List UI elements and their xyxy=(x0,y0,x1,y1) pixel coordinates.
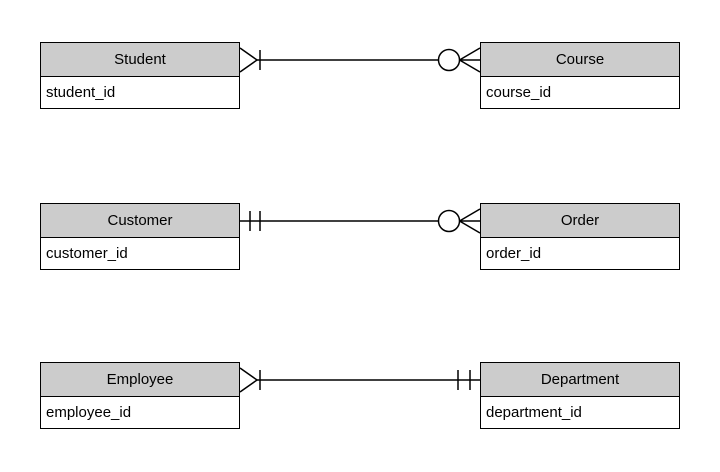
entity-title: Customer xyxy=(41,204,239,238)
cardinality-many-marker xyxy=(239,47,258,73)
connector-customer-order[interactable] xyxy=(240,208,481,234)
entity-attribute: order_id xyxy=(481,238,679,269)
connector-student-course[interactable] xyxy=(239,47,481,73)
cardinality-zero-marker xyxy=(437,209,461,233)
entity-title: Course xyxy=(481,43,679,77)
entity-title: Student xyxy=(41,43,239,77)
entity-customer[interactable]: Customer customer_id xyxy=(40,203,240,270)
cardinality-one-marker xyxy=(457,370,471,390)
cardinality-many-marker xyxy=(459,208,481,234)
cardinality-zero-marker xyxy=(437,48,461,72)
entity-attribute: customer_id xyxy=(41,238,239,269)
entity-course[interactable]: Course course_id xyxy=(480,42,680,109)
entity-attribute: employee_id xyxy=(41,397,239,428)
entity-order[interactable]: Order order_id xyxy=(480,203,680,270)
cardinality-many-marker xyxy=(459,47,481,73)
entity-title: Department xyxy=(481,363,679,397)
entity-student[interactable]: Student student_id xyxy=(40,42,240,109)
entity-department[interactable]: Department department_id xyxy=(480,362,680,429)
connector-employee-department[interactable] xyxy=(239,367,480,393)
cardinality-one-marker xyxy=(249,211,261,231)
entity-attribute: department_id xyxy=(481,397,679,428)
entity-attribute: course_id xyxy=(481,77,679,108)
entity-attribute: student_id xyxy=(41,77,239,108)
entity-title: Order xyxy=(481,204,679,238)
entity-title: Employee xyxy=(41,363,239,397)
cardinality-many-marker xyxy=(239,367,258,393)
entity-employee[interactable]: Employee employee_id xyxy=(40,362,240,429)
